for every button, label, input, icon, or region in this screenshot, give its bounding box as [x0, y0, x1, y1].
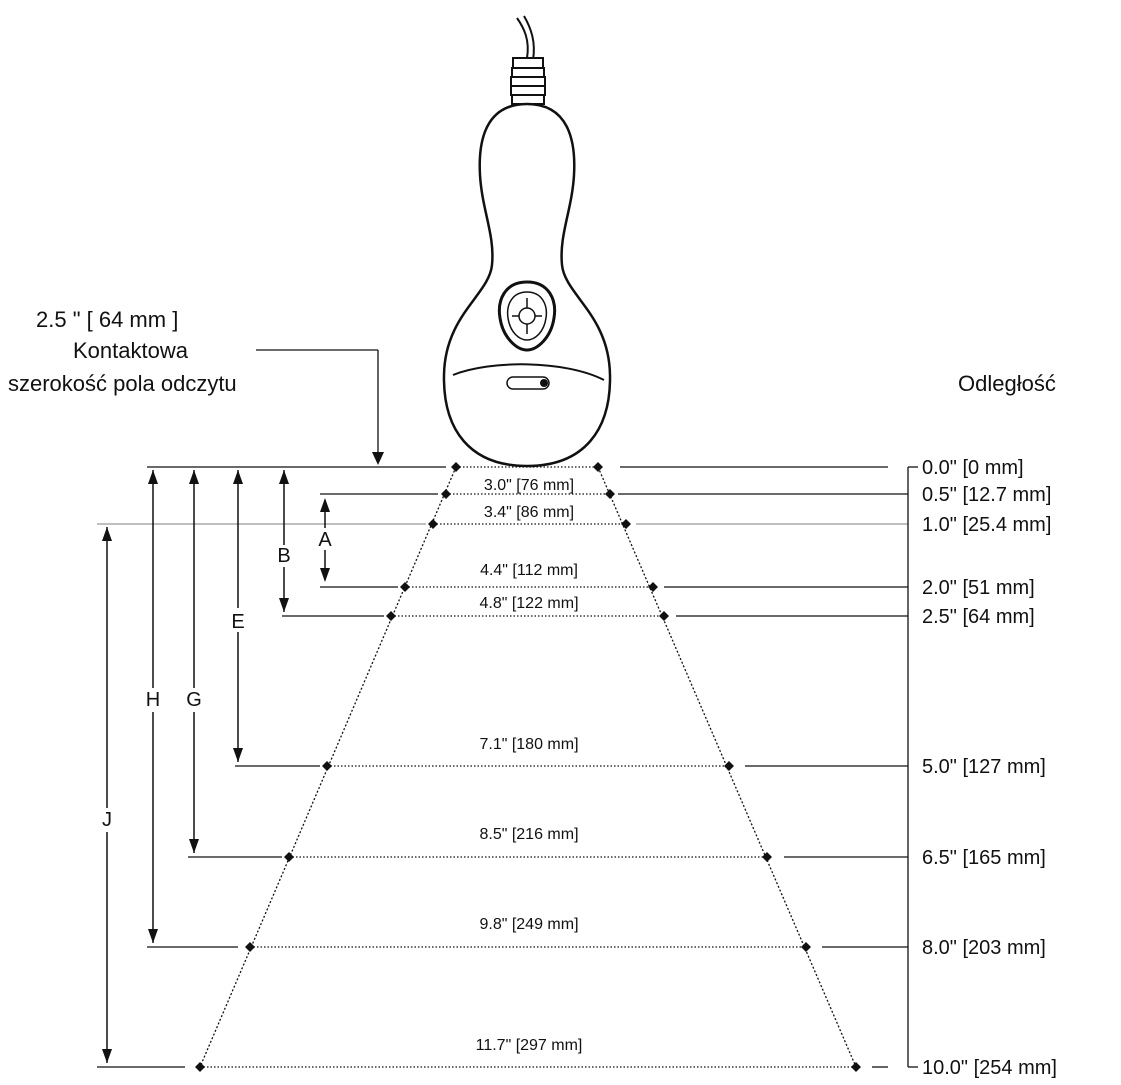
endpoint-marker	[621, 519, 631, 529]
width-label: 4.4" [112 mm]	[480, 562, 578, 579]
caption-line-1: 2.5 " [ 64 mm ]	[36, 307, 178, 332]
endpoint-marker	[245, 942, 255, 952]
endpoint-marker	[441, 489, 451, 499]
endpoint-marker	[322, 761, 332, 771]
width-label: 3.4" [86 mm]	[484, 504, 574, 521]
distance-label: 1.0" [25.4 mm]	[922, 514, 1051, 536]
caption-line-3: szerokość pola odczytu	[8, 371, 237, 396]
endpoint-marker	[593, 462, 603, 472]
endpoint-marker	[195, 1062, 205, 1072]
width-label: 11.7" [297 mm]	[476, 1037, 583, 1054]
width-label: 7.1" [180 mm]	[479, 736, 578, 753]
endpoint-marker	[386, 611, 396, 621]
distance-title: Odległość	[958, 371, 1056, 396]
caption-pointer	[256, 349, 384, 465]
letter-a: A	[318, 529, 332, 551]
dimension-letters: A B E G H J	[98, 528, 334, 832]
distance-label: 8.0" [203 mm]	[922, 937, 1046, 959]
width-label: 4.8" [122 mm]	[479, 595, 578, 612]
letter-g: G	[186, 689, 202, 711]
scanner-icon	[442, 15, 612, 468]
contact-width-caption: 2.5 " [ 64 mm ] Kontaktowa szerokość pol…	[8, 307, 237, 396]
endpoint-marker	[284, 852, 294, 862]
endpoint-marker	[801, 942, 811, 952]
endpoint-marker	[724, 761, 734, 771]
width-label: 3.0" [76 mm]	[484, 477, 574, 494]
endpoint-marker	[428, 519, 438, 529]
letter-b: B	[277, 545, 290, 567]
width-lines	[195, 462, 861, 1072]
endpoint-marker	[659, 611, 669, 621]
distance-label: 6.5" [165 mm]	[922, 847, 1046, 869]
distance-label: 0.5" [12.7 mm]	[922, 484, 1051, 506]
distance-label: 2.5" [64 mm]	[922, 606, 1035, 628]
caption-line-2: Kontaktowa	[73, 338, 189, 363]
endpoint-marker	[400, 582, 410, 592]
endpoint-marker	[648, 582, 658, 592]
endpoint-marker	[605, 489, 615, 499]
distance-label: 10.0" [254 mm]	[922, 1057, 1057, 1079]
endpoint-marker	[451, 462, 461, 472]
width-label: 9.8" [249 mm]	[479, 916, 578, 933]
scan-field-cone	[199, 466, 857, 1068]
endpoint-marker	[762, 852, 772, 862]
letter-h: H	[146, 689, 160, 711]
width-labels: 3.0" [76 mm] 3.4" [86 mm] 4.4" [112 mm] …	[476, 477, 583, 1054]
distance-label: 0.0" [0 mm]	[922, 457, 1024, 479]
width-label: 8.5" [216 mm]	[479, 826, 578, 843]
letter-e: E	[231, 611, 244, 633]
distance-labels: 0.0" [0 mm] 0.5" [12.7 mm] 1.0" [25.4 mm…	[922, 457, 1057, 1079]
distance-label: 5.0" [127 mm]	[922, 756, 1046, 778]
reference-lines	[97, 466, 918, 1068]
endpoint-marker	[851, 1062, 861, 1072]
letter-j: J	[102, 809, 112, 831]
distance-label: 2.0" [51 mm]	[922, 577, 1035, 599]
